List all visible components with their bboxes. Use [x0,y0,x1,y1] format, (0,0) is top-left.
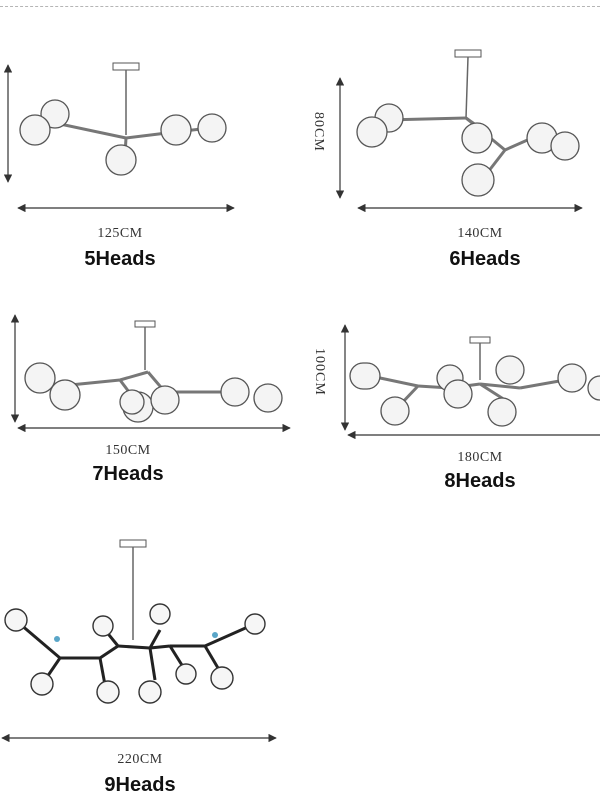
ceiling-canopy [119,539,147,548]
chandelier-5-heads-drawing [3,62,235,213]
heads-label: 9Heads [104,774,176,796]
ceiling-canopy [112,62,140,71]
glass-globe [550,131,580,161]
suspension-rod [465,56,469,119]
glass-globe [557,363,587,393]
glass-globe [175,663,197,685]
glass-globe [349,362,381,390]
width-label: 180CM [457,450,503,465]
width-label: 220CM [117,752,163,767]
glass-globe [96,680,120,704]
variant-9-heads: 220CM 9Heads [0,520,300,800]
ceiling-canopy [134,320,156,328]
chandelier-9-heads-drawing [1,539,277,743]
glass-globe [487,397,517,427]
heads-label: 7Heads [92,463,164,485]
glass-globe [4,608,28,632]
arm-joint-accent [212,632,218,638]
glass-globe [210,666,234,690]
variant-8-heads: 100CM 180CM 8Heads [300,300,600,500]
variant-5-heads: 125CM 5Heads [0,0,300,280]
glass-globe [587,375,600,401]
glass-globe [220,377,250,407]
chandelier-6-heads-drawing [335,49,583,213]
glass-globe [19,114,51,146]
width-label: 140CM [457,226,503,241]
glass-globe [197,113,227,143]
heads-label: 5Heads [84,248,156,270]
glass-globe [105,144,137,176]
heads-label: 6Heads [449,248,521,270]
width-label: 125CM [97,226,143,241]
glass-globe [356,116,388,148]
glass-globe [119,389,145,415]
ceiling-canopy [469,336,491,344]
glass-globe [461,122,493,154]
glass-globe [253,383,283,413]
glass-globe [160,114,192,146]
glass-globe [30,672,54,696]
glass-globe [92,615,114,637]
height-label: 100CM [312,348,327,396]
glass-globe [461,163,495,197]
height-label: 80CM [311,112,326,152]
glass-globe [244,613,266,635]
glass-globe [40,99,70,129]
glass-globe [380,396,410,426]
glass-globe [149,603,171,625]
chandelier-8-heads-drawing [340,324,600,440]
glass-globe [150,385,180,415]
top-dashed-divider [0,6,600,7]
heads-label: 8Heads [444,470,516,492]
glass-globe [495,355,525,385]
glass-globe [24,362,56,394]
chandelier-7-heads-drawing [10,314,291,433]
glass-globe [49,379,81,411]
arm-joint-accent [54,636,60,642]
width-label: 150CM [105,443,151,458]
variant-7-heads: 150CM 7Heads [0,300,300,500]
ceiling-canopy [454,49,482,58]
glass-globe [138,680,162,704]
variant-6-heads: 80CM 140CM 6Heads [300,0,600,280]
glass-globe [443,379,473,409]
